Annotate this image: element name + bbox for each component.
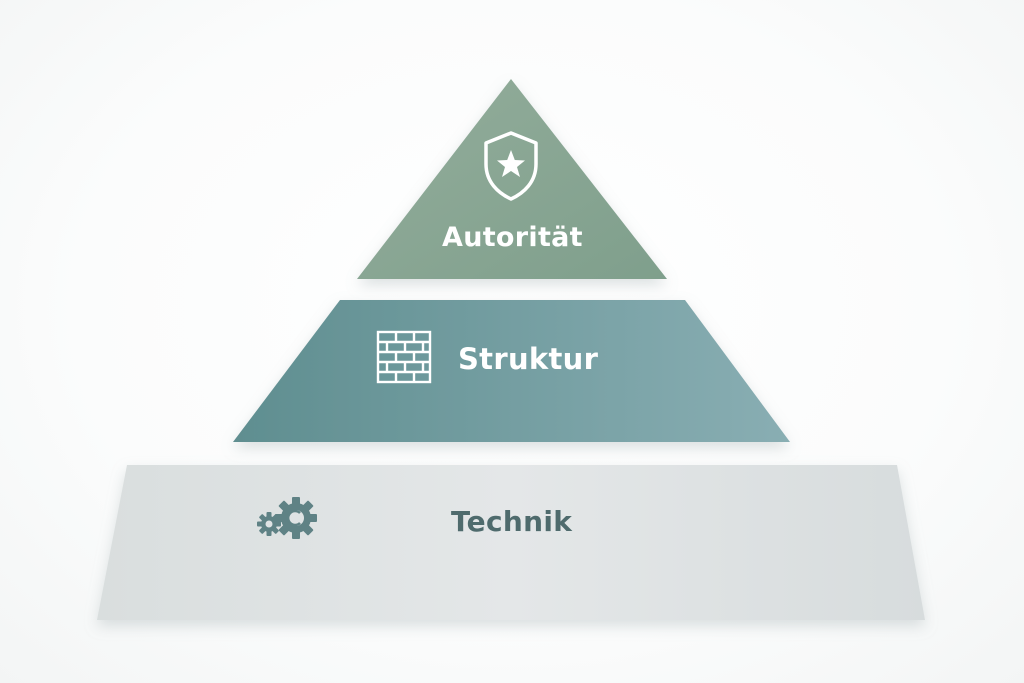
- tier-label-structure: Struktur: [458, 342, 599, 376]
- tier-top: [357, 79, 667, 279]
- tier-label-technique: Technik: [451, 505, 573, 538]
- shield-star-icon: [484, 131, 538, 201]
- tier-middle: [233, 300, 790, 442]
- tier-bottom: [97, 465, 925, 620]
- brick-wall-icon: [376, 330, 432, 384]
- gears-icon: [257, 497, 317, 539]
- tier-label-authority: Autorität: [442, 222, 583, 253]
